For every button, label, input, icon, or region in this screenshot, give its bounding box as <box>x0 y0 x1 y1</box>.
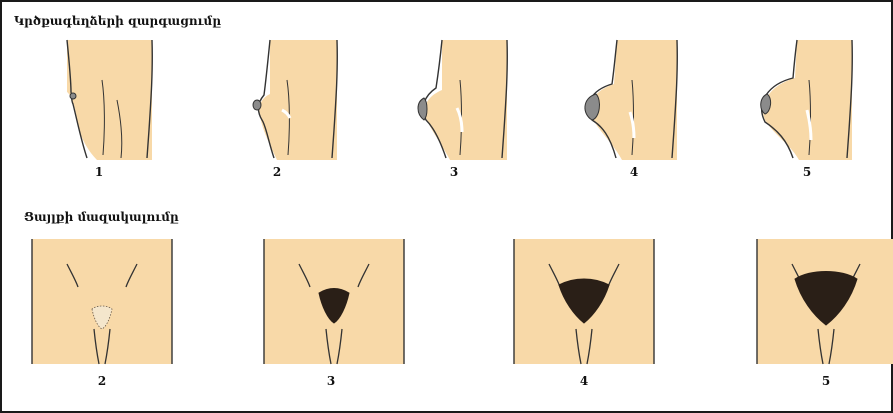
breast-section-title: Կրծքագեղձերի զարգացումը <box>14 14 221 28</box>
pubic-stage-2-number: 2 <box>87 374 117 388</box>
pubic-stage-3-number: 3 <box>316 374 346 388</box>
breast-stage-5-illustration <box>757 40 857 160</box>
breast-stage-1-number: 1 <box>84 165 114 179</box>
pubic-stage-4-number: 4 <box>569 374 599 388</box>
breast-stage-4-illustration <box>582 40 682 160</box>
pubic-stage-3-illustration <box>264 239 404 364</box>
breast-stage-2-number: 2 <box>262 165 292 179</box>
pubic-stage-5-illustration <box>757 239 893 364</box>
pubic-stage-4-illustration <box>514 239 654 364</box>
breast-stage-2-illustration <box>242 40 342 160</box>
breast-stage-3-number: 3 <box>439 165 469 179</box>
breast-stage-4-number: 4 <box>619 165 649 179</box>
breast-stage-1-illustration <box>57 40 157 160</box>
pubic-stage-5-number: 5 <box>811 374 841 388</box>
pubic-stage-2-illustration <box>32 239 172 364</box>
pubic-section-title: Ցայլքի մազակալումը <box>24 210 179 224</box>
breast-stage-5-number: 5 <box>792 165 822 179</box>
breast-stage-3-illustration <box>412 40 512 160</box>
